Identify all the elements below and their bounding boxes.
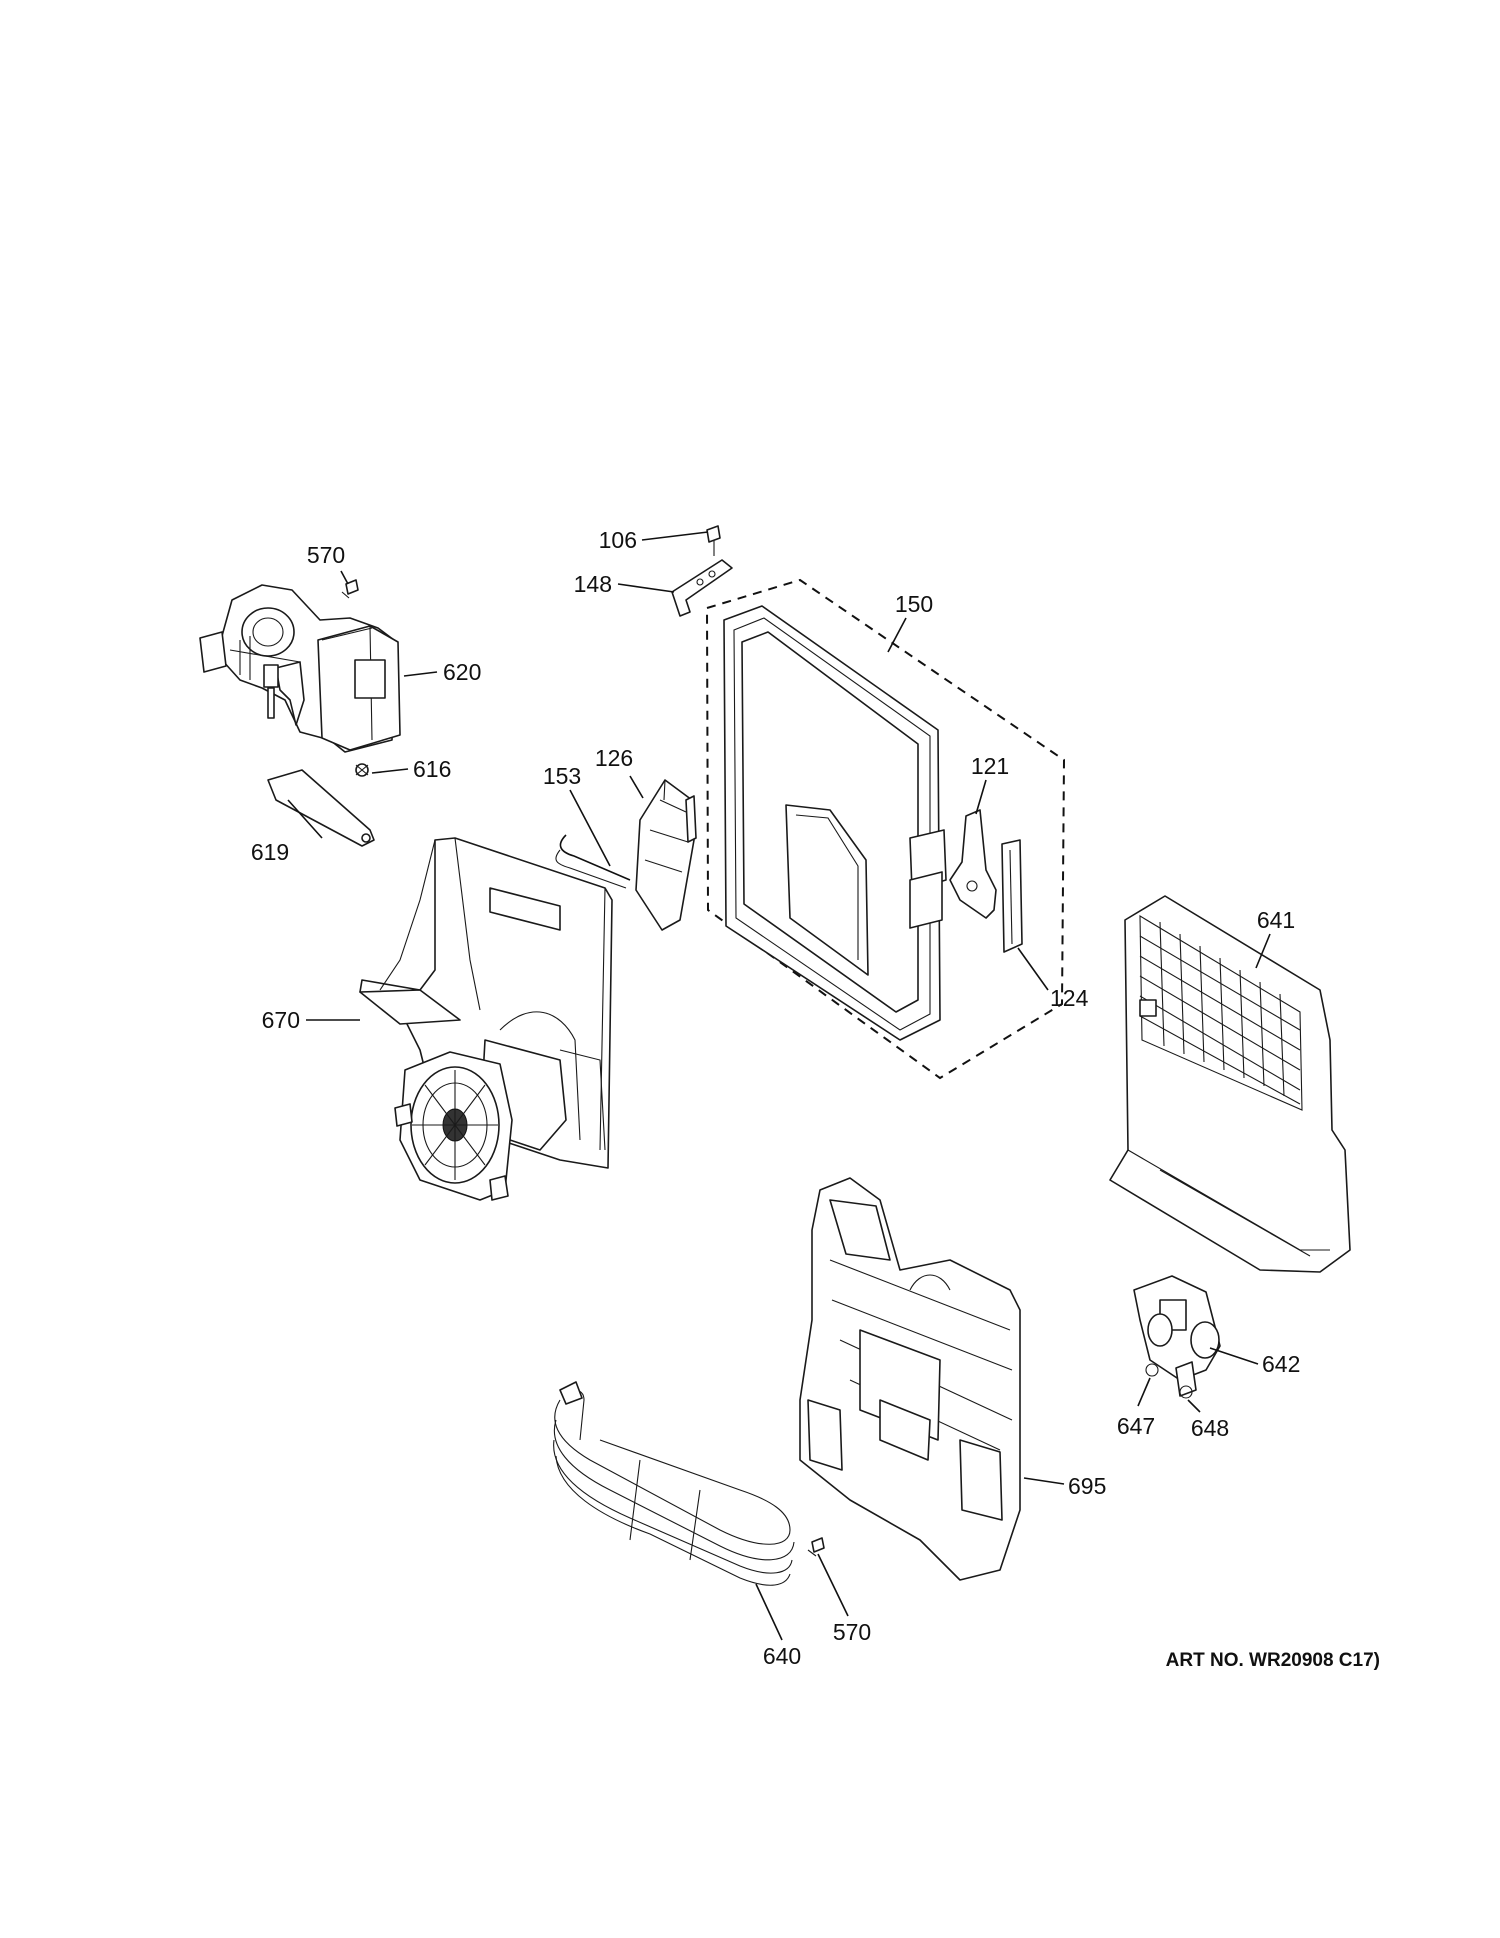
callout-642: 642 bbox=[1262, 1351, 1300, 1377]
callout-640: 640 bbox=[763, 1643, 801, 1669]
callout-641: 641 bbox=[1257, 907, 1295, 933]
callout-121: 121 bbox=[971, 753, 1009, 779]
part-153-wire bbox=[555, 834, 631, 889]
callout-labels: 570 620 616 619 670 106 148 150 126 153 … bbox=[251, 527, 1301, 1669]
callout-695: 695 bbox=[1068, 1473, 1106, 1499]
part-148-bracket bbox=[671, 559, 733, 617]
part-106-screw bbox=[706, 525, 721, 556]
part-647-clip bbox=[1145, 1363, 1159, 1377]
part-570-screw-top bbox=[341, 579, 359, 599]
part-619-arm bbox=[267, 769, 375, 847]
callout-126: 126 bbox=[595, 745, 633, 771]
art-number: ART NO. WR20908 C17) bbox=[1166, 1650, 1380, 1671]
callout-570-top: 570 bbox=[307, 542, 345, 568]
callout-124: 124 bbox=[1050, 985, 1089, 1011]
part-620-ice-maker bbox=[199, 584, 401, 753]
part-121-latch bbox=[949, 809, 997, 919]
part-640-water-tube bbox=[553, 1381, 795, 1586]
part-570-screw-bottom bbox=[807, 1537, 825, 1557]
callout-153: 153 bbox=[543, 763, 581, 789]
part-641-cover bbox=[1109, 895, 1351, 1273]
leader-lines bbox=[287, 531, 1271, 1641]
callout-648: 648 bbox=[1191, 1415, 1229, 1441]
part-670-fan-motor bbox=[394, 1051, 513, 1201]
part-124-handle bbox=[1001, 839, 1023, 953]
part-648-clip bbox=[1179, 1385, 1193, 1399]
part-126-housing bbox=[635, 779, 697, 931]
callout-150: 150 bbox=[895, 591, 933, 617]
part-150-door-group bbox=[705, 578, 1066, 1080]
part-642-water-valve bbox=[1133, 1275, 1221, 1397]
part-695-housing bbox=[799, 1177, 1021, 1581]
callout-647: 647 bbox=[1117, 1413, 1155, 1439]
callout-106: 106 bbox=[599, 527, 637, 553]
callout-148: 148 bbox=[574, 571, 612, 597]
callout-619: 619 bbox=[251, 839, 289, 865]
callout-670: 670 bbox=[262, 1007, 300, 1033]
part-616-fitting bbox=[355, 763, 369, 777]
callout-570-bottom: 570 bbox=[833, 1619, 871, 1645]
callout-620: 620 bbox=[443, 659, 481, 685]
callout-616: 616 bbox=[413, 756, 451, 782]
